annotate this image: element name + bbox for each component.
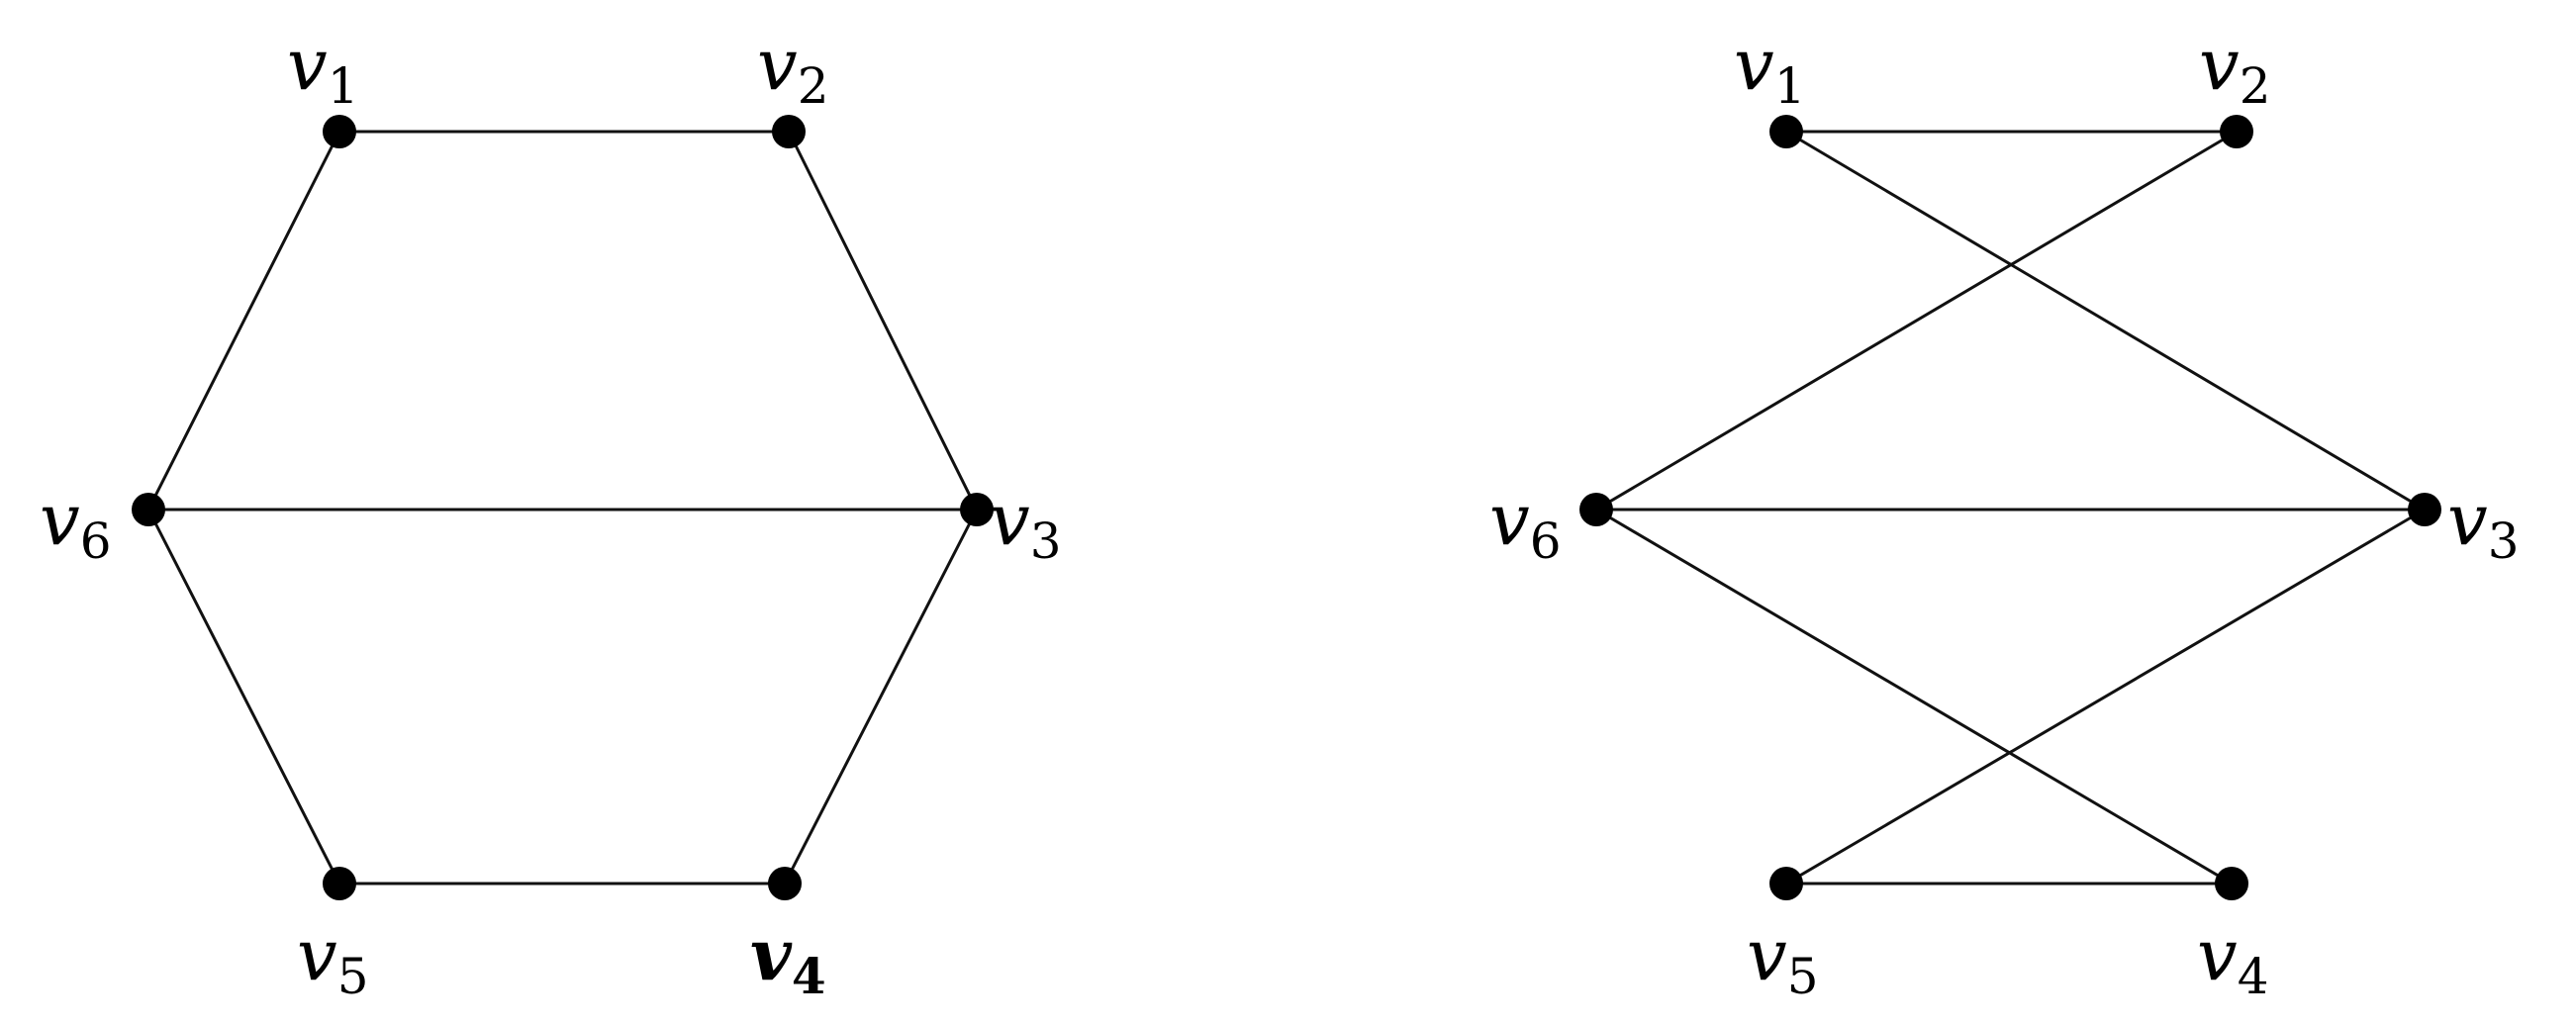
graph-left-vertex-v6 — [132, 493, 165, 526]
graph-right-label-v1-letter: v — [1734, 23, 1774, 106]
graph-left-label-v4-subscript: 4 — [792, 947, 826, 1005]
graph-right-label-v1: v1 — [1734, 23, 1806, 115]
graph-left-label-v2-letter: v — [757, 23, 798, 106]
graph-right-vertices — [1579, 115, 2441, 900]
graph-right-label-v2-subscript: 2 — [2240, 57, 2271, 115]
graph-left-edge-v6-v1 — [146, 130, 341, 512]
graph-left-label-v4: v4 — [750, 912, 826, 1005]
graph-right-vertex-v1 — [1769, 115, 1803, 148]
graph-right-label-v3-letter: v — [2447, 478, 2488, 561]
graph-left-label-v6-subscript: 6 — [80, 513, 112, 570]
graph-right-label-v6-subscript: 6 — [1530, 513, 1562, 570]
graph-left-vertices — [132, 115, 994, 900]
graph-left-label-v1-subscript: 1 — [328, 57, 359, 115]
graph-right-edge-v3-v5 — [1784, 508, 2427, 886]
graph-right-label-v2: v2 — [2199, 23, 2271, 115]
graph-left-edge-v5-v6 — [146, 508, 341, 886]
graph-right-label-v5-subscript: 5 — [1787, 948, 1819, 1005]
graph-right-edge-v1-v3 — [1784, 130, 2427, 512]
graph-left-vertex-v1 — [323, 115, 356, 148]
graph-left-label-v1-letter: v — [287, 23, 328, 106]
graph-right-label-v3-subscript: 3 — [2488, 513, 2520, 570]
graph-left-label-v3: v3 — [990, 478, 1062, 570]
graph-left-vertex-v3 — [960, 493, 994, 526]
graph-left-label-v6: v6 — [40, 478, 112, 570]
graph-right-label-v6-letter: v — [1489, 478, 1530, 561]
graph-left-label-v4-letter: v — [750, 912, 793, 996]
graph-left-vertex-v4 — [768, 867, 802, 900]
graph-right-label-v2-letter: v — [2199, 23, 2240, 106]
graph-right-vertex-v3 — [2408, 493, 2441, 526]
graph-left-label-v3-subscript: 3 — [1030, 513, 1062, 570]
graph-left-edge-v3-v4 — [783, 508, 979, 886]
graph-right-edges — [1594, 130, 2427, 886]
graph-left-vertex-v5 — [323, 867, 356, 900]
graph-left-label-v1: v1 — [287, 23, 359, 115]
graph-right-edge-v6-v4 — [1594, 508, 2234, 886]
graph-right-label-v3: v3 — [2447, 478, 2520, 570]
graph-left-vertex-v2 — [772, 115, 806, 148]
graph-left-edge-v2-v3 — [787, 130, 979, 512]
graph-left-label-v2-subscript: 2 — [798, 57, 829, 115]
graph-left-label-v2: v2 — [757, 23, 829, 115]
graph-left-label-v5-letter: v — [297, 913, 337, 996]
graph-left-label-v3-letter: v — [990, 478, 1030, 561]
graph-right-edge-v2-v6 — [1594, 130, 2239, 512]
graph-right-vertex-v4 — [2215, 867, 2248, 900]
graph-right-vertex-v2 — [2220, 115, 2253, 148]
graph-right-label-v5: v5 — [1747, 913, 1819, 1005]
graph-right-label-v5-letter: v — [1747, 913, 1787, 996]
graph-left-label-v6-letter: v — [40, 478, 80, 561]
graph-right-label-v4: v4 — [2197, 913, 2269, 1005]
graph-right-vertex-v5 — [1769, 867, 1803, 900]
graph-right-label-v6: v6 — [1489, 478, 1562, 570]
graph-left-edges — [146, 130, 979, 886]
graph-left-label-v5-subscript: 5 — [337, 948, 369, 1005]
graph-right-label-v1-subscript: 1 — [1774, 57, 1806, 115]
graph-right-label-v4-subscript: 4 — [2238, 948, 2269, 1005]
graph-right-label-v4-letter: v — [2197, 913, 2238, 996]
graph-left-label-v5: v5 — [297, 913, 369, 1005]
graph-right-vertex-v6 — [1579, 493, 1613, 526]
